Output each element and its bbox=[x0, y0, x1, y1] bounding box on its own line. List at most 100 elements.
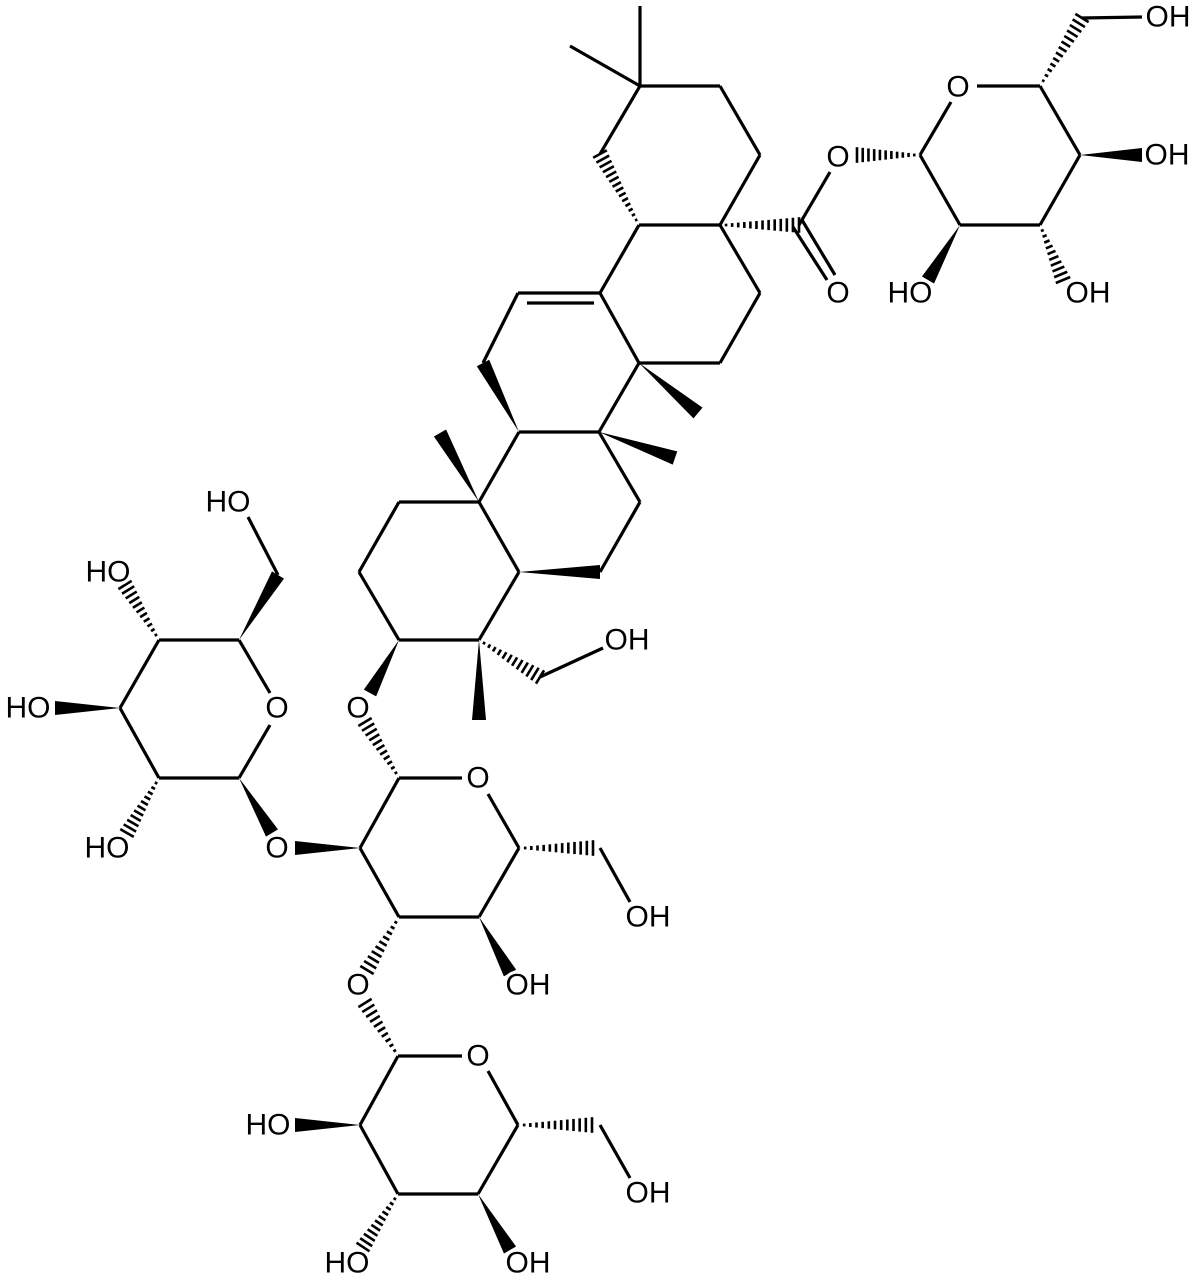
single-bond bbox=[1038, 85, 1082, 156]
single-bond bbox=[237, 724, 272, 779]
single-bond bbox=[597, 362, 641, 433]
hash-bond bbox=[482, 641, 546, 685]
hash-stroke bbox=[143, 617, 151, 623]
single-bond bbox=[358, 1055, 400, 1126]
single-bond bbox=[598, 847, 632, 903]
hash-stroke bbox=[634, 218, 638, 222]
hash-stroke bbox=[357, 716, 373, 728]
hash-stroke bbox=[368, 733, 380, 742]
hash-stroke bbox=[491, 646, 497, 653]
wedge-bond bbox=[599, 432, 678, 465]
hash-bond bbox=[355, 1196, 397, 1253]
single-bond bbox=[598, 292, 641, 364]
single-bond bbox=[718, 154, 762, 226]
hash-stroke bbox=[1063, 34, 1075, 43]
atom-label: O bbox=[466, 762, 489, 795]
hash-stroke bbox=[357, 997, 373, 1009]
hash-stroke bbox=[363, 959, 377, 970]
single-bond bbox=[358, 847, 401, 918]
hash-stroke bbox=[392, 1196, 397, 1201]
hash-stroke bbox=[140, 799, 149, 807]
atom-label: OH bbox=[626, 901, 671, 934]
wedge-bond bbox=[478, 1194, 517, 1254]
wedge-bond bbox=[1080, 148, 1142, 162]
hash-stroke bbox=[378, 940, 388, 947]
hash-stroke bbox=[359, 1237, 373, 1248]
hash-stroke bbox=[1043, 239, 1051, 244]
hash-stroke bbox=[121, 585, 135, 595]
hash-stroke bbox=[355, 1241, 371, 1253]
atom-label: OH bbox=[506, 969, 551, 1002]
wedge-bond bbox=[479, 917, 517, 977]
hash-stroke bbox=[381, 1210, 389, 1217]
hash-stroke bbox=[615, 186, 624, 193]
hash-stroke bbox=[631, 212, 636, 217]
hash-stroke bbox=[363, 1232, 376, 1243]
atom-label: OH bbox=[626, 1177, 671, 1210]
hash-stroke bbox=[123, 823, 137, 833]
hash-stroke bbox=[501, 651, 508, 660]
hash-stroke bbox=[136, 804, 147, 812]
single-bond bbox=[476, 1124, 520, 1195]
hash-stroke bbox=[608, 175, 620, 184]
hash-stroke bbox=[1066, 29, 1079, 39]
hash-stroke bbox=[1053, 270, 1068, 279]
hash-stroke bbox=[117, 579, 133, 591]
hash-bond bbox=[359, 920, 398, 976]
hash-stroke bbox=[139, 611, 148, 619]
wedge-bond bbox=[921, 225, 960, 284]
hash-stroke bbox=[496, 648, 503, 656]
hash-stroke bbox=[154, 781, 158, 785]
atom-label: HO bbox=[86, 556, 131, 589]
single-bond bbox=[918, 154, 962, 226]
hash-stroke bbox=[393, 920, 398, 925]
single-bond bbox=[118, 639, 161, 709]
hash-stroke bbox=[361, 722, 375, 732]
hash-bond bbox=[1040, 228, 1071, 285]
single-bond bbox=[358, 1124, 400, 1195]
hash-stroke bbox=[370, 1223, 381, 1232]
hash-stroke bbox=[487, 643, 492, 649]
hash-stroke bbox=[510, 656, 519, 667]
hash-stroke bbox=[1071, 18, 1086, 29]
atom-label: O bbox=[346, 692, 369, 725]
hash-stroke bbox=[1050, 260, 1062, 267]
hash-stroke bbox=[126, 818, 140, 828]
atom-label: OH bbox=[605, 624, 650, 657]
hash-bond bbox=[724, 217, 801, 233]
hash-stroke bbox=[374, 945, 385, 953]
hash-stroke bbox=[381, 1031, 389, 1038]
hash-stroke bbox=[1051, 265, 1065, 273]
hash-stroke bbox=[150, 627, 156, 633]
hash-stroke bbox=[1052, 56, 1060, 63]
hash-stroke bbox=[119, 827, 135, 839]
atom-label: O bbox=[826, 141, 849, 174]
hash-stroke bbox=[389, 1201, 395, 1206]
hash-stroke bbox=[1045, 244, 1054, 250]
single-bond bbox=[1081, 15, 1143, 20]
atom-label: HO bbox=[246, 1109, 291, 1142]
wedge-bond bbox=[295, 1118, 360, 1132]
hash-stroke bbox=[1040, 228, 1045, 233]
single-bond bbox=[569, 44, 641, 88]
single-bond bbox=[358, 777, 401, 849]
atom-label: OH bbox=[506, 1247, 551, 1280]
single-bond bbox=[1038, 154, 1082, 226]
hash-bond bbox=[357, 716, 398, 775]
hash-stroke bbox=[592, 149, 608, 159]
hash-stroke bbox=[147, 790, 154, 796]
hash-stroke bbox=[621, 196, 629, 203]
single-bond bbox=[237, 639, 272, 694]
hash-stroke bbox=[372, 738, 383, 747]
hash-stroke bbox=[377, 1026, 386, 1033]
hash-bond bbox=[855, 147, 916, 163]
hash-stroke bbox=[124, 590, 138, 600]
hash-stroke bbox=[520, 661, 529, 674]
hash-stroke bbox=[611, 180, 622, 188]
hash-stroke bbox=[515, 659, 524, 671]
hash-stroke bbox=[602, 165, 615, 174]
hash-stroke bbox=[1047, 249, 1056, 256]
atom-label: OH bbox=[1146, 1, 1191, 34]
single-bond bbox=[246, 516, 280, 576]
hash-stroke bbox=[154, 633, 158, 637]
